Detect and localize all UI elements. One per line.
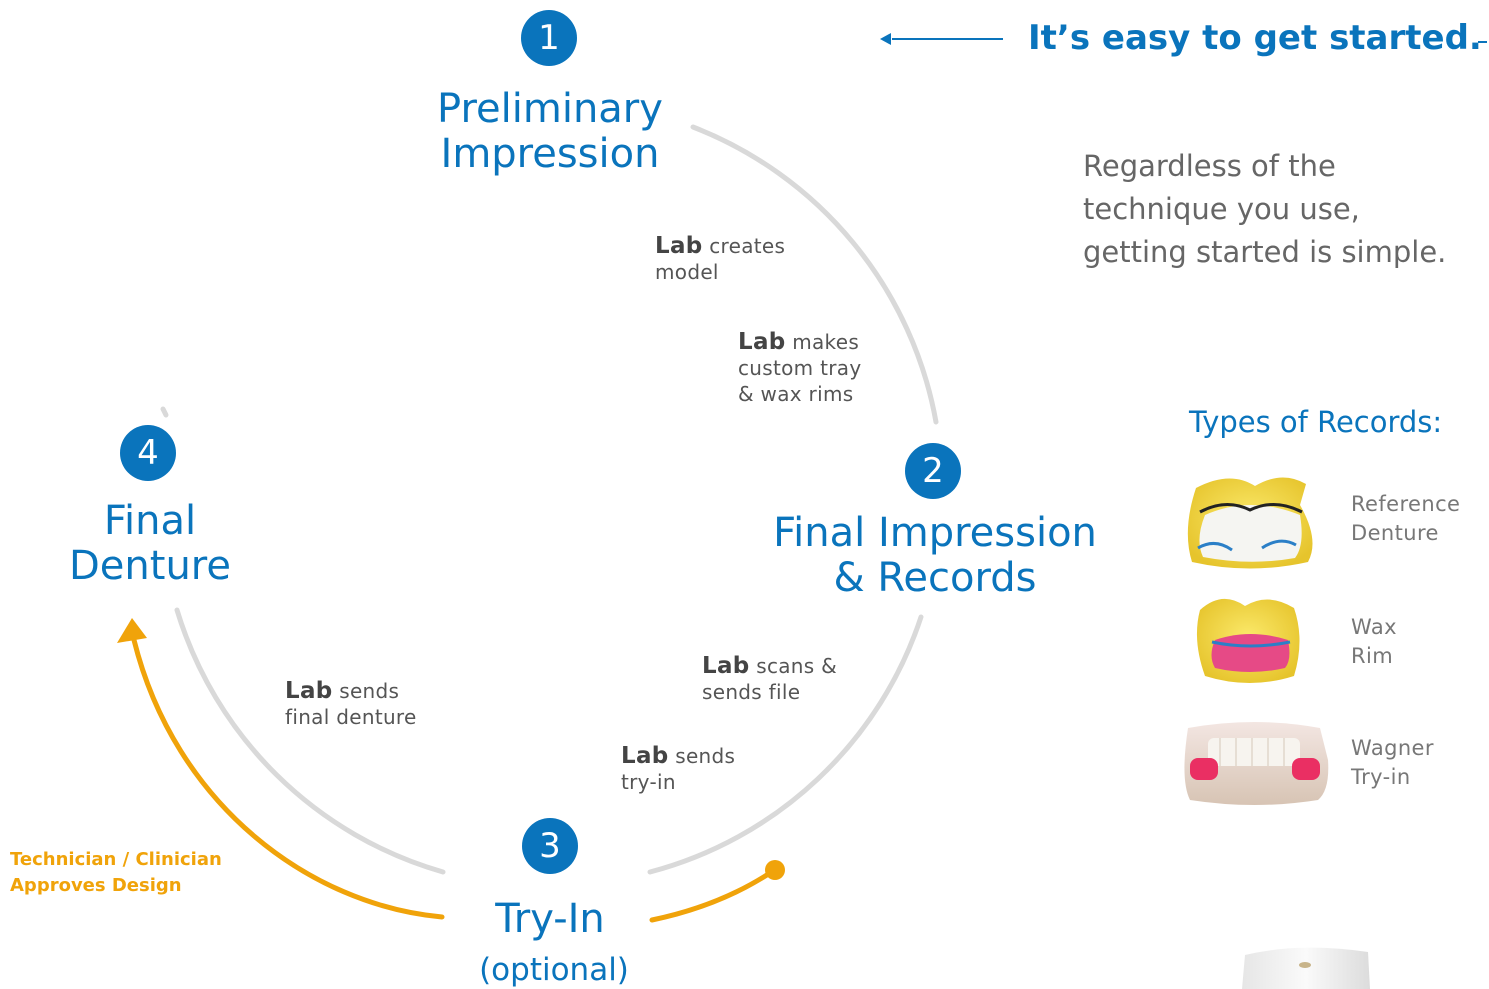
step-3-title: Try-In (495, 896, 605, 942)
record-label-wax-rim: Wax Rim (1351, 613, 1397, 671)
lab-note-bold: Lab (621, 743, 669, 769)
wax-rim-image (1196, 598, 1300, 683)
intro-line: technique you use, (1083, 192, 1360, 226)
record-label-line: Try-in (1351, 765, 1411, 789)
step-title-line: Impression (440, 131, 660, 177)
cycle-arc-4-to-1 (160, 406, 169, 418)
approval-arrowhead (117, 618, 147, 643)
lab-note-custom-tray: Lab makes custom tray & wax rims (738, 329, 861, 407)
lab-note-bold: Lab (738, 329, 786, 355)
step-3-subtitle: (optional) (479, 952, 629, 988)
lab-note-bold: Lab (285, 678, 333, 704)
lab-note-scans-file: Lab scans & sends file (702, 653, 837, 705)
record-label-line: Rim (1351, 644, 1394, 668)
reference-denture-image (1187, 477, 1313, 569)
lab-note-creates-model: Lab creates model (655, 233, 785, 285)
lab-note-text: sends (339, 679, 400, 703)
lab-note-text: makes (792, 330, 860, 354)
lab-note-text: scans & (756, 654, 838, 678)
lab-note-text: sends file (702, 680, 801, 704)
step-title-line: Denture (69, 543, 231, 589)
lab-note-text: try-in (621, 770, 676, 794)
lab-note-text: & wax rims (738, 382, 854, 406)
records-title: Types of Records: (1189, 405, 1443, 439)
record-label-line: Reference (1351, 492, 1461, 516)
step-1-badge: 1 (521, 10, 577, 66)
step-4-title: Final Denture (40, 499, 260, 589)
approval-line: Technician / Clinician (10, 849, 222, 870)
intro-line: getting started is simple. (1083, 235, 1447, 269)
record-label-reference-denture: Reference Denture (1351, 490, 1460, 548)
step-3-badge: 3 (522, 818, 578, 874)
lab-note-sends-tryin: Lab sends try-in (621, 743, 735, 795)
lab-note-text: creates (709, 234, 786, 258)
cycle-arc-1-to-2 (690, 124, 939, 425)
step-title-line: Preliminary (437, 86, 663, 132)
step-4-badge: 4 (120, 425, 176, 481)
step-title-line: & Records (833, 555, 1037, 601)
approval-arrow-right (649, 868, 776, 923)
intro-paragraph: Regardless of the technique you use, get… (1083, 145, 1446, 274)
intro-line: Regardless of the (1083, 149, 1336, 183)
wagner-tryin-image (1184, 722, 1329, 805)
record-label-line: Denture (1351, 521, 1439, 545)
lab-note-text: sends (675, 744, 736, 768)
step-title-line: Final Impression (773, 510, 1097, 556)
record-label-line: Wax (1351, 615, 1397, 639)
approval-label: Technician / Clinician Approves Design (10, 847, 222, 899)
lab-note-text: final denture (285, 705, 417, 729)
lab-note-text: model (655, 260, 719, 284)
approval-dot (765, 860, 785, 880)
approval-line: Approves Design (10, 875, 182, 896)
header-text: It’s easy to get started. (1028, 18, 1482, 58)
lab-note-bold: Lab (655, 233, 703, 259)
step-2-badge: 2 (905, 443, 961, 499)
header-callout: It’s easy to get started. (1028, 18, 1482, 58)
header-arrowhead (880, 33, 891, 45)
step-2-title: Final Impression & Records (735, 511, 1135, 601)
step-1-title: Preliminary Impression (400, 87, 700, 177)
product-cup-image (1242, 947, 1370, 989)
approval-arrow-left (131, 637, 445, 920)
step-title-line: Final (103, 498, 197, 544)
cycle-arc-3-to-4 (174, 607, 446, 875)
lab-note-text: custom tray (738, 356, 862, 380)
lab-note-bold: Lab (702, 653, 750, 679)
lab-note-final-denture: Lab sends final denture (285, 678, 417, 730)
cycle-arc-2-to-3 (647, 614, 924, 875)
record-label-wagner-tryin: Wagner Try-in (1351, 734, 1434, 792)
record-label-line: Wagner (1351, 736, 1434, 760)
